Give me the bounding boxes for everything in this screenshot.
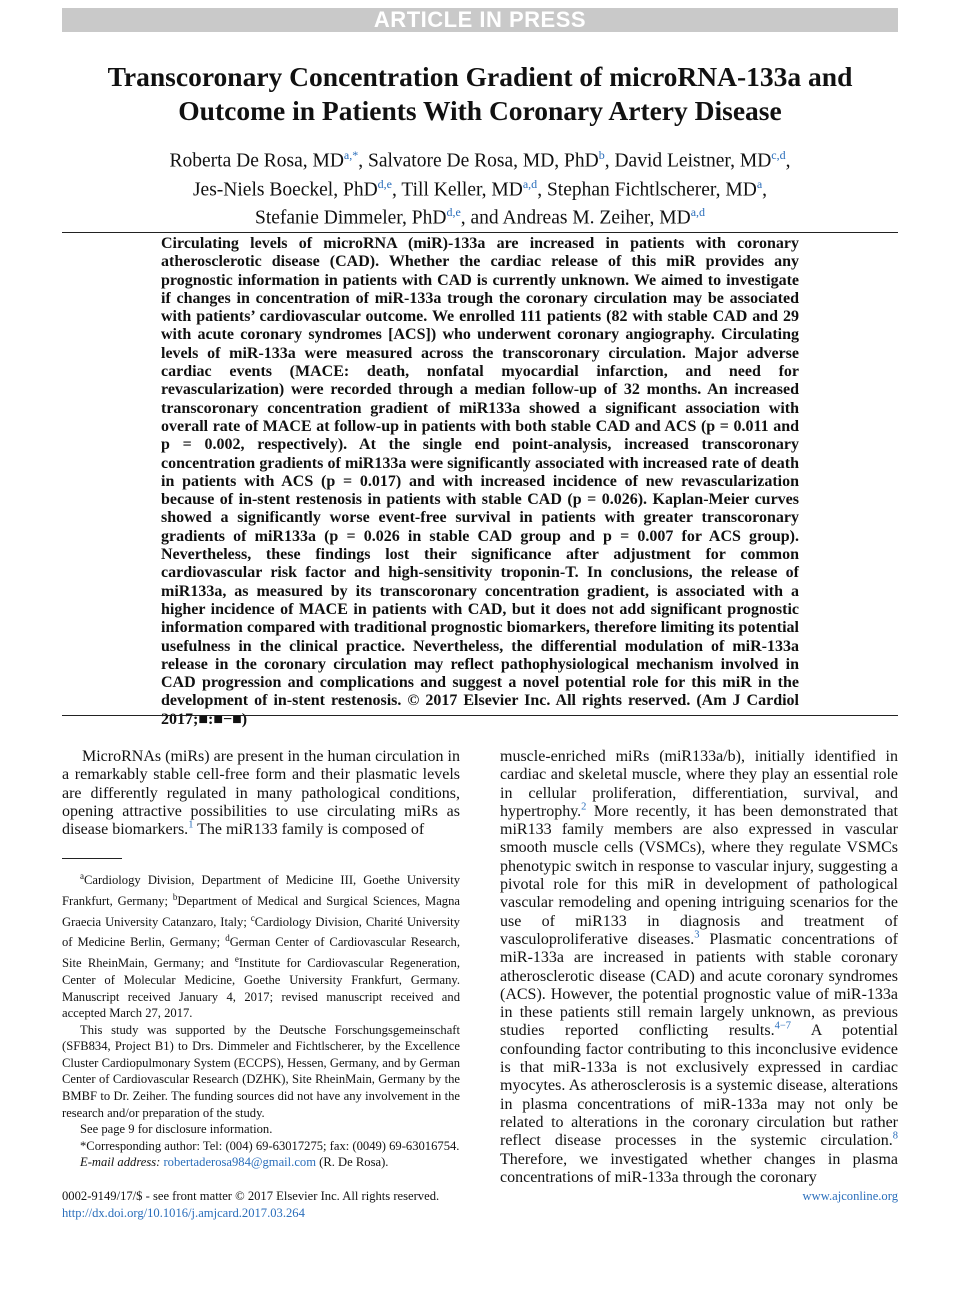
right-column-body: muscle-enriched miRs (miR133a/b), initia… [500, 748, 898, 1187]
abstract-top-rule [62, 232, 898, 233]
author-name: Salvatore De Rosa, MD, PhD [367, 150, 599, 172]
author-affiliation[interactable]: d,e [377, 176, 392, 191]
author-name: Roberta De Rosa, MD [169, 150, 344, 172]
email-footnote: E-mail address: robertaderosa984@gmail.c… [62, 1154, 460, 1171]
aff-marker: d [225, 933, 230, 944]
citation-link[interactable]: 8 [892, 1130, 898, 1142]
email-tail: (R. De Rosa). [316, 1155, 389, 1170]
abstract: Circulating levels of microRNA (miR)-133… [161, 235, 799, 728]
author-separator: , [785, 150, 791, 172]
author-affiliation[interactable]: a,d [522, 176, 538, 191]
body-text: Plasmatic concentrations of miR-133a are… [500, 930, 898, 1040]
citation-link[interactable]: 3 [694, 929, 700, 941]
aff-text: Cardiology Division, Charité University … [62, 914, 460, 950]
citation-link[interactable]: 4−7 [774, 1021, 792, 1033]
author-separator: , [537, 179, 547, 200]
footnote-rule [62, 858, 122, 859]
article-title: Transcoronary Concentration Gradient of … [107, 61, 853, 126]
doi-link[interactable]: http://dx.doi.org/10.1016/j.amjcard.2017… [62, 1206, 305, 1220]
aff-text: Department of Medical and Surgical Scien… [62, 893, 460, 929]
author-affiliation[interactable]: d,e [446, 205, 461, 219]
body-text: A potential confounding factor contribut… [500, 1022, 898, 1150]
aff-marker: a [80, 871, 84, 881]
body-paragraph: muscle-enriched miRs (miR133a/b), initia… [500, 748, 898, 1187]
author-name: Till Keller, MD [401, 179, 523, 200]
author-name: Jes-Niels Boeckel, PhD [192, 179, 378, 200]
author-separator: , [762, 179, 768, 200]
aff-marker: e [234, 954, 239, 965]
journal-website-link[interactable]: www.ajconline.org [802, 1189, 898, 1203]
author-name: Stefanie Dimmeler, PhD [254, 207, 447, 229]
author-affiliation[interactable]: b [598, 148, 605, 162]
aff-text: Institute for Cardiovascular Regeneratio… [62, 956, 460, 1021]
funding-footnote: This study was supported by the Deutsche… [62, 1022, 460, 1120]
body-text: muscle-enriched miRs (miR133a/b), initia… [500, 748, 898, 820]
corresponding-author-footnote: *Corresponding author: Tel: (004) 69-630… [80, 1138, 460, 1153]
body-text: The miR133 family is composed of [193, 821, 425, 839]
author-list: Roberta De Rosa, MDa,*, Salvatore De Ros… [100, 144, 860, 230]
email-link[interactable]: robertaderosa984@gmail.com [163, 1155, 317, 1170]
page-footer-left: 0002-9149/17/$ - see front matter © 2017… [62, 1188, 502, 1222]
body-text: MicroRNAs (miRs) are present in the huma… [62, 748, 460, 839]
body-text: Therefore, we investigated whether chang… [500, 1150, 898, 1186]
footnotes: aCardiology Division, Department of Medi… [62, 868, 460, 1171]
citation-link[interactable]: 1 [188, 819, 194, 831]
body-paragraph: MicroRNAs (miRs) are present in the huma… [62, 748, 460, 839]
author-affiliation[interactable]: a,* [343, 148, 359, 162]
author-separator: , [358, 150, 368, 172]
author-separator: , [391, 179, 402, 200]
body-text: More recently, it has been demonstrated … [500, 802, 898, 948]
author-separator: , and [460, 207, 503, 229]
author-affiliation[interactable]: c,d [771, 148, 786, 162]
aff-marker: b [172, 891, 178, 902]
author-name: Andreas M. Zeiher, MD [502, 207, 691, 229]
author-name: David Leistner, MD [614, 150, 772, 172]
email-label: E-mail address: [80, 1155, 164, 1170]
citation-link[interactable]: 2 [581, 801, 587, 813]
author-name: Stephan Fichtlscherer, MD [546, 179, 757, 200]
author-affiliation[interactable]: a,d [690, 205, 706, 219]
aff-marker: c [250, 912, 255, 923]
issn-line: 0002-9149/17/$ - see front matter © 2017… [62, 1189, 440, 1203]
disclosure-footnote: See page 9 for disclosure information. [80, 1122, 273, 1137]
aff-text: German Center of Cardiovascular Research… [62, 935, 460, 971]
left-column-body: MicroRNAs (miRs) are present in the huma… [62, 748, 460, 839]
author-affiliation[interactable]: a [756, 176, 763, 191]
article-in-press-banner: ARTICLE IN PRESS [62, 8, 898, 32]
aff-text: Cardiology Division, Department of Medic… [62, 873, 460, 908]
abstract-bottom-rule [62, 715, 898, 716]
author-separator: , [604, 150, 615, 172]
affiliations-footnote: aCardiology Division, Department of Medi… [62, 868, 460, 1022]
